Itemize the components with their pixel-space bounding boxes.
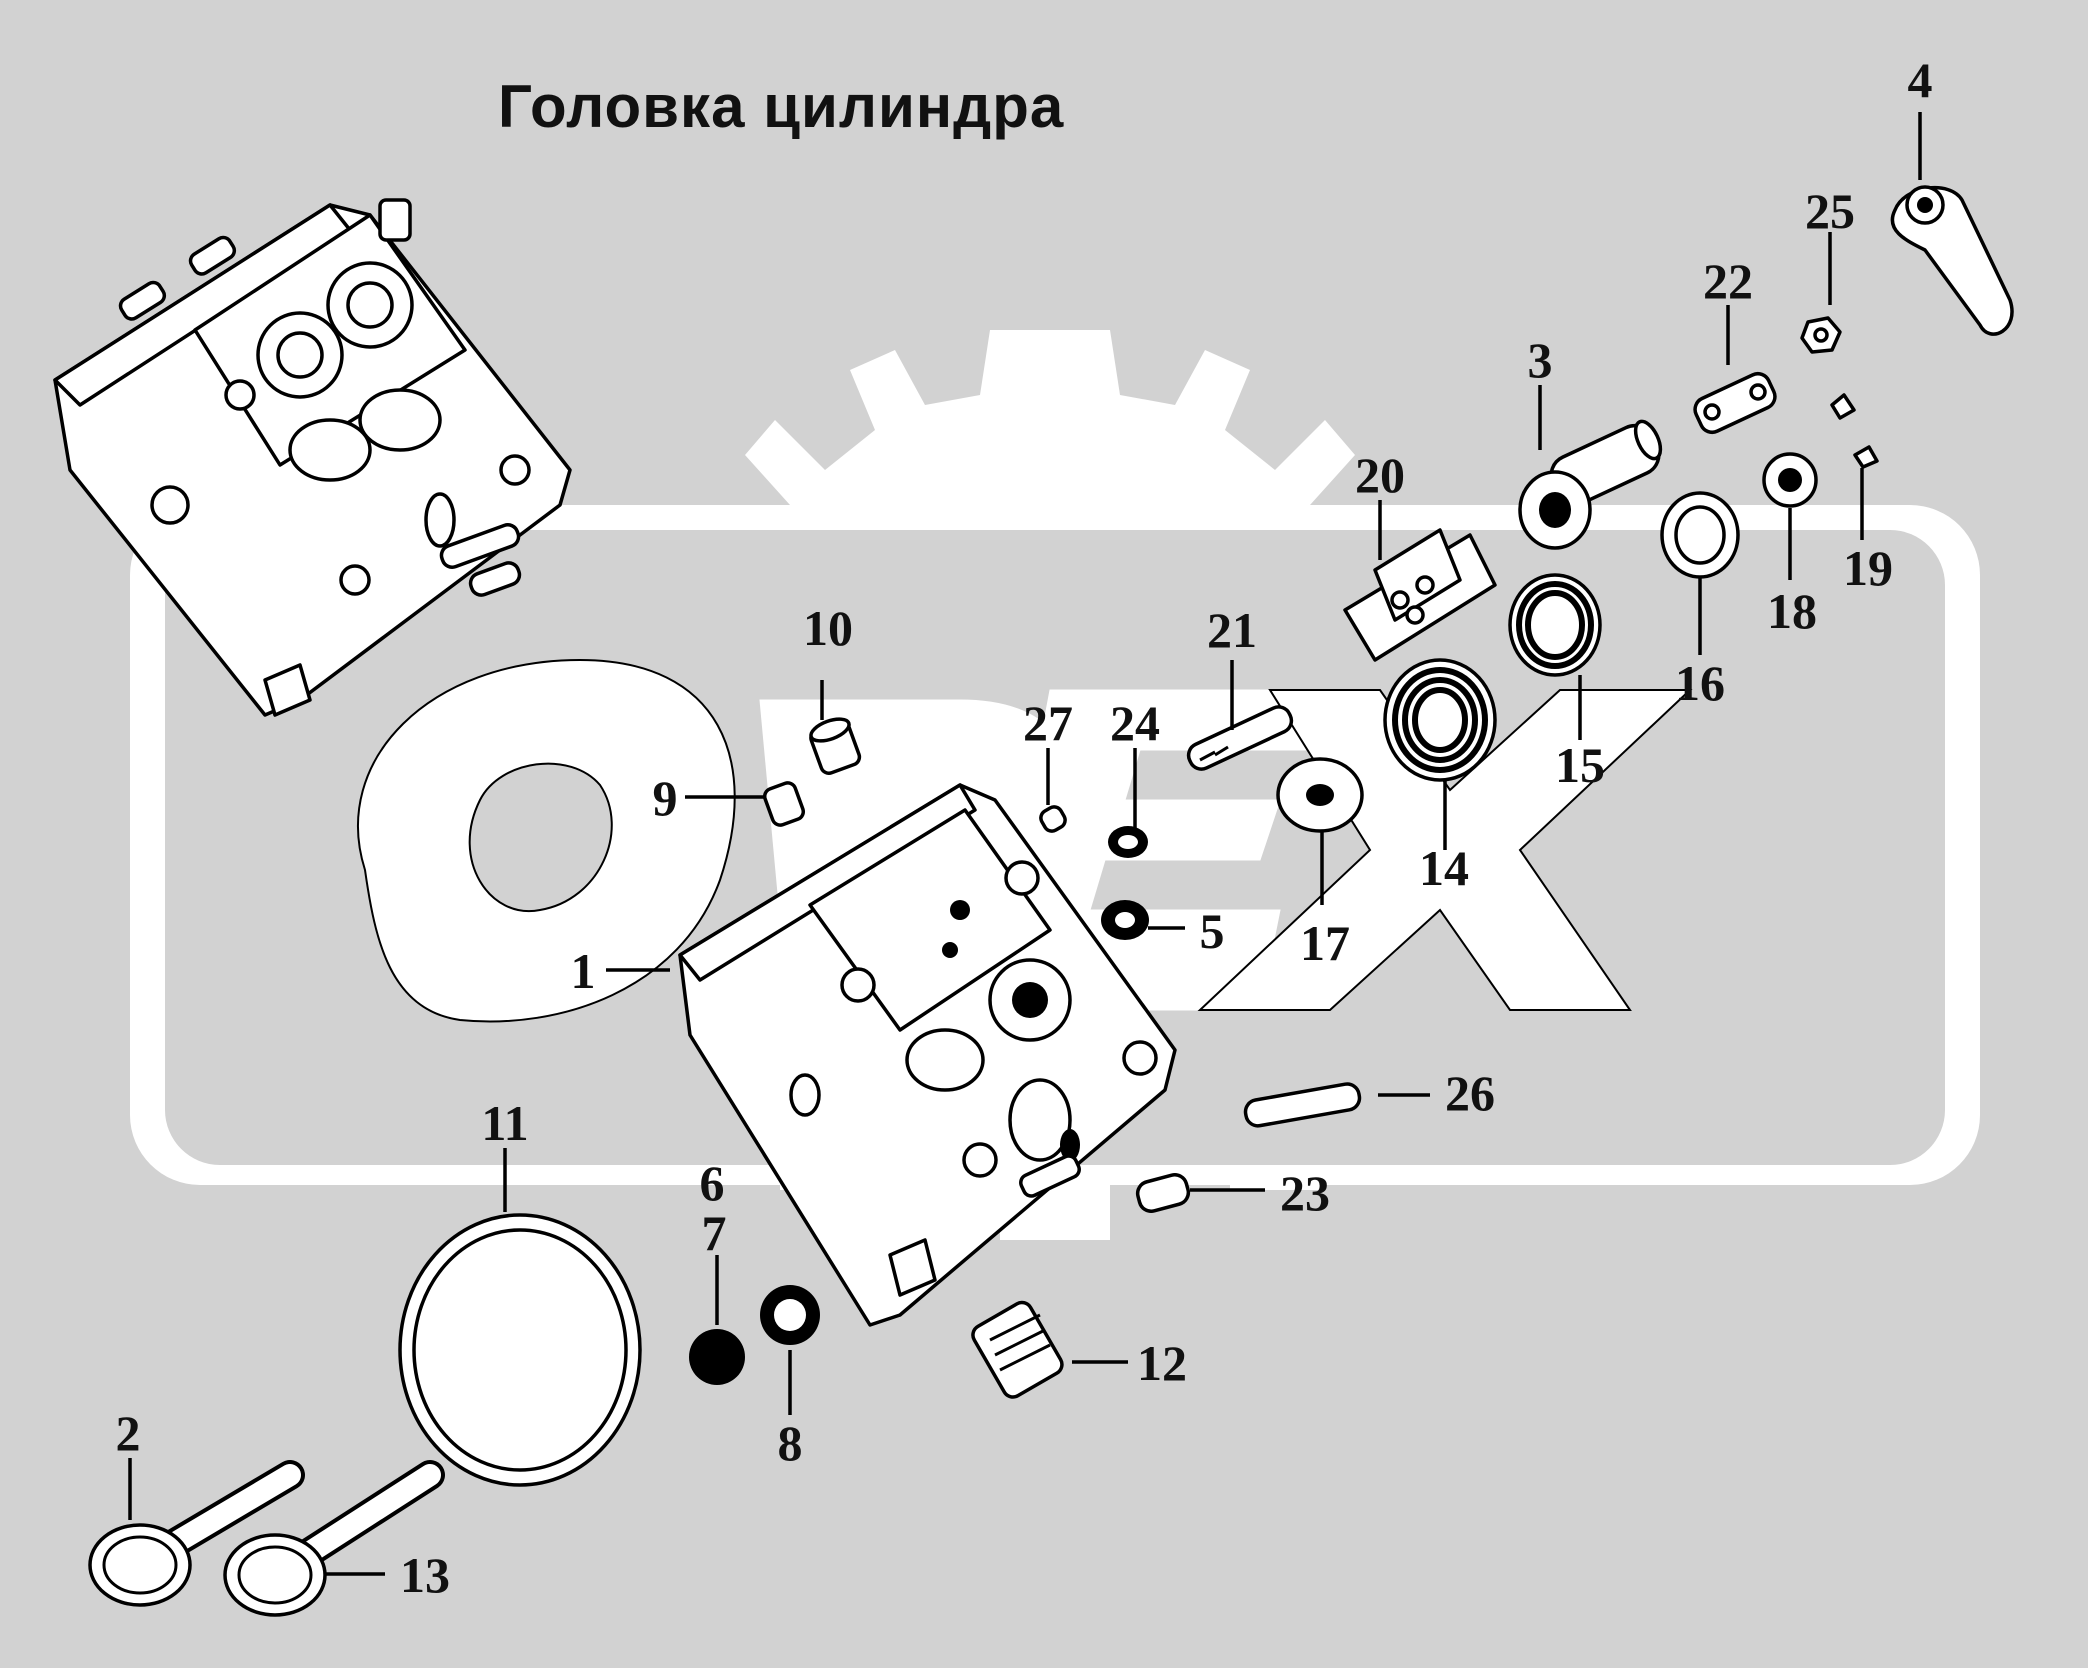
diagram-title: Головка цилиндра <box>498 73 1065 140</box>
part-27-pin <box>1039 805 1067 833</box>
part-18-washer <box>1762 452 1818 508</box>
part-10-plug <box>809 717 862 775</box>
watermark-outlines <box>357 658 1693 1023</box>
callout-16: 16 <box>1675 655 1725 711</box>
watermark-logo <box>130 330 1980 1240</box>
callout-19: 19 <box>1843 540 1893 596</box>
callout-13: 13 <box>400 1547 450 1603</box>
callout-7: 7 <box>702 1205 727 1261</box>
callout-5: 5 <box>1200 903 1225 959</box>
part-16-washer <box>1660 491 1740 579</box>
part-19-keepers <box>1830 393 1879 469</box>
part-11-gasket-ring <box>398 1213 642 1487</box>
callout-10: 10 <box>803 600 853 656</box>
part-22-bracket <box>1693 371 1777 435</box>
part-17-washer <box>1276 757 1364 833</box>
part-21-stud <box>1186 705 1294 771</box>
callout-12: 12 <box>1137 1335 1187 1391</box>
callout-8: 8 <box>778 1415 803 1471</box>
part-20-bridge <box>1343 528 1497 662</box>
part-26-stud <box>1243 1082 1362 1128</box>
assembled-cylinder-head <box>53 198 572 717</box>
callout-14: 14 <box>1419 840 1469 896</box>
callout-20: 20 <box>1355 447 1405 503</box>
part-13-valve <box>223 1460 445 1617</box>
leader-lines <box>128 112 1922 1576</box>
callout-11: 11 <box>481 1095 528 1151</box>
small-parts <box>88 185 2014 1617</box>
callout-4: 4 <box>1908 52 1933 108</box>
part-12-spring <box>971 1300 1064 1399</box>
part-9-plug <box>762 781 806 827</box>
callout-22: 22 <box>1703 253 1753 309</box>
callout-3: 3 <box>1528 332 1553 388</box>
part-3-rocker-bracket <box>1518 419 1663 550</box>
part-4-rocker-arm <box>1890 185 2014 336</box>
callout-9: 9 <box>653 770 678 826</box>
callout-26: 26 <box>1445 1065 1495 1121</box>
part-23-plug <box>1135 1172 1191 1214</box>
part-24-spring <box>1108 826 1148 858</box>
callout-2: 2 <box>116 1405 141 1461</box>
part-7-seal <box>689 1329 745 1385</box>
part-14-spring <box>1383 658 1497 782</box>
callout-17: 17 <box>1300 915 1350 971</box>
part-15-spring <box>1508 573 1602 677</box>
callout-24: 24 <box>1110 695 1160 751</box>
callout-numbers: 4 25 22 3 20 21 27 24 10 9 1 5 17 14 15 … <box>116 52 1933 1603</box>
part-2-valve <box>88 1460 305 1607</box>
callout-27: 27 <box>1023 695 1073 751</box>
callout-6: 6 <box>700 1155 725 1211</box>
callout-21: 21 <box>1207 602 1257 658</box>
callout-1: 1 <box>571 943 596 999</box>
part-8-ring <box>760 1285 820 1345</box>
callout-15: 15 <box>1555 737 1605 793</box>
callout-18: 18 <box>1767 583 1817 639</box>
cylinder-head-part-1 <box>678 783 1177 1327</box>
part-5-seal <box>1101 900 1149 940</box>
part-25-nut <box>1800 316 1842 354</box>
callout-23: 23 <box>1280 1165 1330 1221</box>
callout-25: 25 <box>1805 183 1855 239</box>
